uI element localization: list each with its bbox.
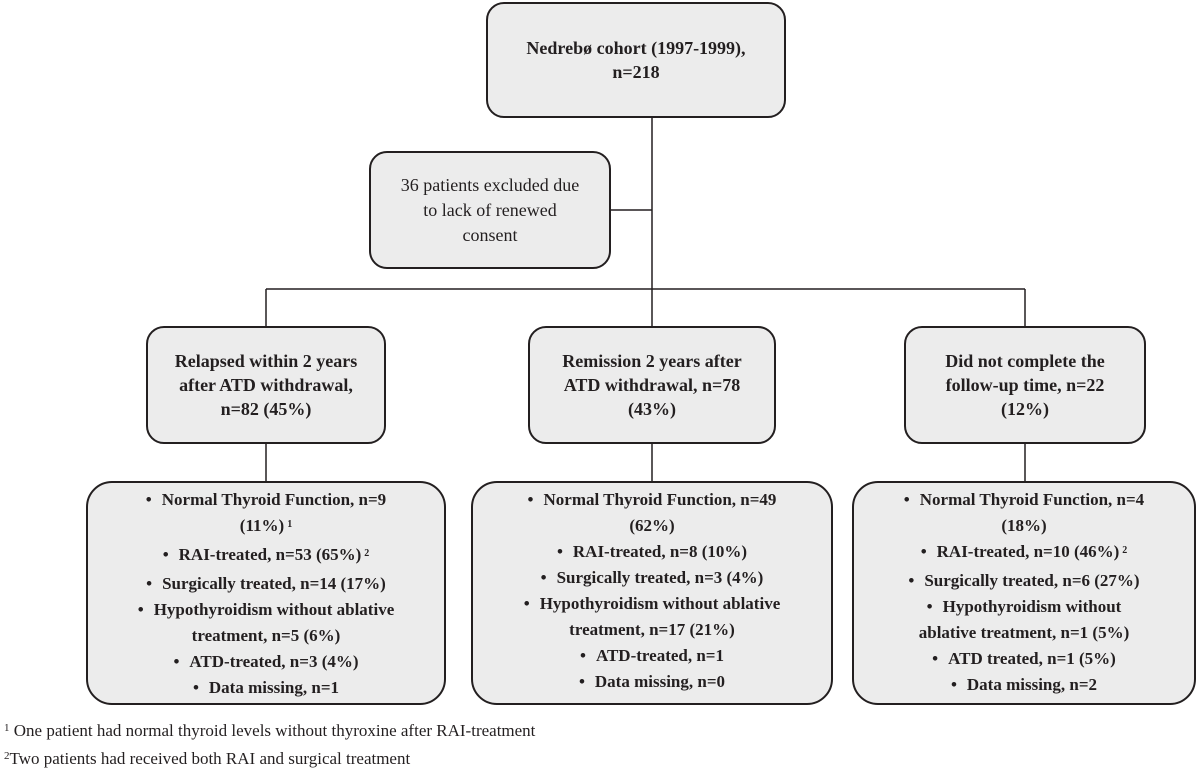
bullet: • <box>908 571 915 590</box>
footnote-ref: 1 <box>287 519 293 530</box>
group-line: ATD withdrawal, n=78 <box>563 375 741 395</box>
bullet: • <box>920 542 927 561</box>
outcome-item: •ATD-treated, n=1 <box>580 646 724 665</box>
bullet: • <box>146 574 153 593</box>
bullet: • <box>556 542 563 561</box>
cohort-title: Nedrebø cohort (1997-1999), <box>526 38 746 58</box>
bullet: • <box>145 490 152 509</box>
outcome-item: •Normal Thyroid Function, n=49 <box>527 490 777 509</box>
group-box-remission: Remission 2 years after ATD withdrawal, … <box>528 326 776 444</box>
group-box-relapsed: Relapsed within 2 years after ATD withdr… <box>146 326 386 444</box>
outcome-item: •ATD-treated, n=3 (4%) <box>173 652 359 671</box>
outcome-box-remission: •Normal Thyroid Function, n=49 (62%) •RA… <box>471 481 833 705</box>
bullet: • <box>580 646 586 665</box>
outcome-item: •Normal Thyroid Function, n=4 <box>903 490 1145 509</box>
outcome-box-incomplete: •Normal Thyroid Function, n=4 (18%) •RAI… <box>852 481 1196 705</box>
group-line: (12%) <box>1001 399 1049 419</box>
outcome-item-cont: treatment, n=5 (6%) <box>191 626 341 645</box>
outcome-item: •Normal Thyroid Function, n=9 <box>145 490 387 509</box>
group-line: after ATD withdrawal, <box>179 375 353 395</box>
outcome-item: •Data missing, n=2 <box>950 675 1098 694</box>
footnote-1: 1 One patient had normal thyroid levels … <box>4 721 536 740</box>
excluded-line-1: 36 patients excluded due <box>400 174 580 195</box>
footnote-2: 2Two patients had received both RAI and … <box>4 749 411 768</box>
bullet: • <box>903 490 910 509</box>
excluded-line-3: consent <box>462 224 518 245</box>
outcome-item-cont: ablative treatment, n=1 (5%) <box>918 623 1130 642</box>
outcome-item: •Data missing, n=0 <box>578 672 726 691</box>
outcome-item-cont: (18%) <box>1001 516 1047 535</box>
outcome-item-cont: (62%) <box>629 516 675 535</box>
bullet: • <box>926 597 933 616</box>
outcome-item: •Hypothyroidism without ablative <box>523 594 781 613</box>
outcome-item: •Hypothyroidism without ablative <box>137 600 395 619</box>
outcome-item: •RAI-treated, n=53 (65%)2 <box>162 545 370 564</box>
outcome-item: •Surgically treated, n=3 (4%) <box>540 568 764 587</box>
outcome-item: •RAI-treated, n=8 (10%) <box>556 542 748 561</box>
group-line: follow-up time, n=22 <box>945 375 1105 395</box>
outcome-item: •Surgically treated, n=14 (17%) <box>146 574 386 593</box>
outcome-item-cont: (11%)1 <box>239 516 293 535</box>
bullet: • <box>527 490 534 509</box>
bullet: • <box>950 675 957 694</box>
outcome-item-cont: treatment, n=17 (21%) <box>569 620 735 639</box>
bullet: • <box>192 678 199 697</box>
bullet: • <box>173 652 180 671</box>
outcome-item: •Surgically treated, n=6 (27%) <box>908 571 1140 590</box>
group-line: (43%) <box>628 399 676 419</box>
group-line: Remission 2 years after <box>562 351 742 371</box>
outcome-item: •Data missing, n=1 <box>192 678 340 697</box>
outcome-item: •Hypothyroidism without <box>926 597 1122 616</box>
excluded-box: 36 patients excluded due to lack of rene… <box>369 151 611 269</box>
outcome-item: •RAI-treated, n=10 (46%)2 <box>920 542 1128 561</box>
outcome-item: •ATD treated, n=1 (5%) <box>932 649 1116 668</box>
bullet: • <box>523 594 530 613</box>
bullet: • <box>162 545 169 564</box>
bullet: • <box>932 649 939 668</box>
cohort-box: Nedrebø cohort (1997-1999), n=218 <box>486 2 786 118</box>
bullet: • <box>137 600 144 619</box>
group-line: Did not complete the <box>945 351 1105 371</box>
footnotes: 1 One patient had normal thyroid levels … <box>4 718 535 774</box>
group-line: Relapsed within 2 years <box>174 351 358 371</box>
cohort-count: n=218 <box>612 62 660 82</box>
bullet: • <box>578 672 585 691</box>
excluded-line-2: to lack of renewed <box>423 199 557 220</box>
outcome-box-relapsed: •Normal Thyroid Function, n=9 (11%)1 •RA… <box>86 481 446 705</box>
footnote-ref: 2 <box>1122 545 1128 556</box>
bullet: • <box>540 568 547 587</box>
footnote-ref: 2 <box>364 548 370 559</box>
group-box-incomplete: Did not complete the follow-up time, n=2… <box>904 326 1146 444</box>
group-line: n=82 (45%) <box>220 399 312 419</box>
